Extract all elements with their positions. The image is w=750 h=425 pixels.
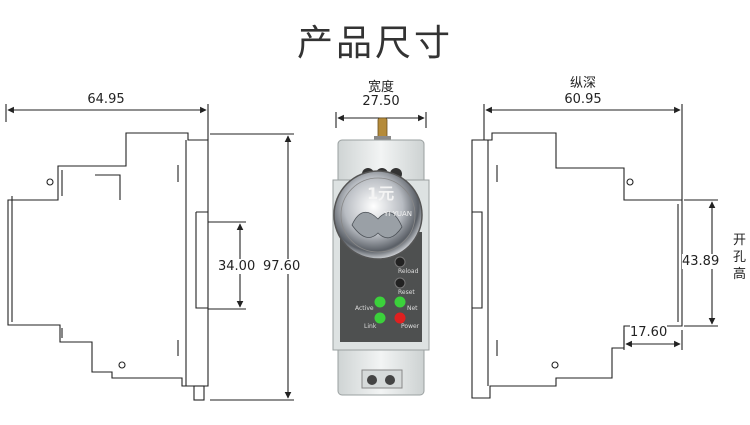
- front-view: [332, 112, 430, 396]
- left-side-view: [5, 104, 294, 401]
- right-side-view: [471, 104, 718, 399]
- link-label: Link: [364, 323, 377, 330]
- active-label: Active: [355, 305, 374, 312]
- left-width-label: 64.95: [87, 92, 125, 107]
- width-caption: 宽度: [367, 80, 395, 95]
- coin-denomination: 1元: [367, 184, 395, 203]
- depth-label: 60.95: [564, 92, 602, 107]
- depth-caption: 纵深: [569, 76, 597, 91]
- power-label: Power: [401, 323, 420, 330]
- hole-caption: 开孔高: [733, 233, 747, 282]
- net-label: Net: [407, 305, 418, 312]
- coin-text: YI YUAN: [384, 210, 412, 218]
- hole-height-label: 43.89: [682, 254, 720, 269]
- front-width-label: 27.50: [362, 94, 400, 109]
- small-dim-label: 17.60: [630, 325, 668, 340]
- reset-label: Reset: [398, 289, 415, 296]
- mount-height-label: 34.00: [218, 259, 256, 274]
- total-height-label: 97.60: [263, 259, 301, 274]
- reload-label: Reload: [398, 268, 419, 275]
- page-title: 产品尺寸: [296, 23, 453, 64]
